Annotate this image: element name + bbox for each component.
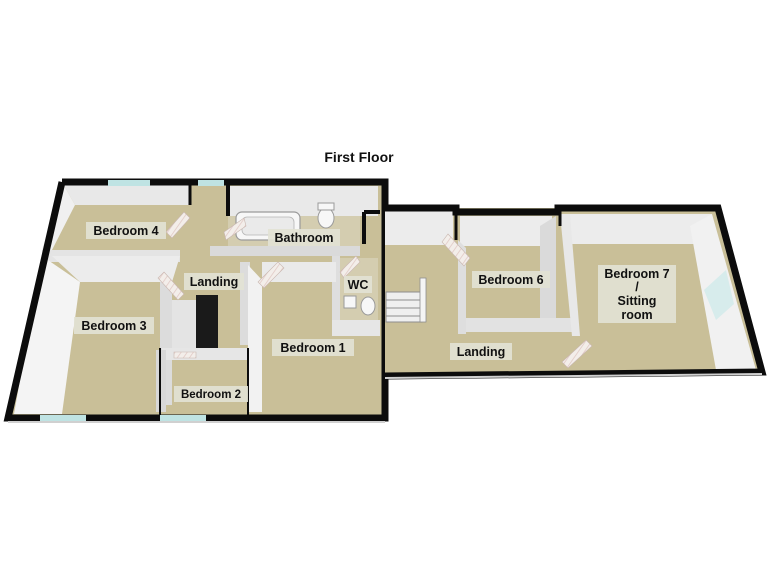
bedroom-7-west-wall (560, 214, 580, 336)
left-block: Bedroom 4 Bathroom Landing WC Bedroom 3 … (3, 178, 389, 422)
bedroom-3-back-wall (52, 256, 180, 282)
bedroom-1-door (257, 261, 285, 289)
bathroom-toilet-cistern (317, 202, 335, 211)
bedroom-3-label-bg (74, 317, 154, 334)
bedroom-4-window (108, 180, 150, 186)
bedroom-6-door (441, 233, 471, 267)
bedroom-2-door (173, 351, 197, 359)
bedroom-7-label-bg (598, 265, 676, 323)
bathroom-label-bg (268, 229, 340, 246)
right-block: Bedroom 6 Landing Bedroom 7 / Sitting ro… (362, 204, 767, 380)
bedroom-2-window (160, 415, 206, 421)
bedroom-2-label-bg (174, 386, 248, 402)
left-block-outer-wall (3, 178, 389, 422)
bedroom-3-window (40, 415, 86, 421)
bedroom-7-label-line3: Sitting (618, 294, 657, 308)
bedroom-7-door (561, 339, 593, 369)
landing-left-label: Landing (190, 275, 239, 289)
bedroom-6-south-wall (462, 318, 574, 332)
bedroom-4-label: Bedroom 4 (93, 224, 158, 238)
landing-left-stairwell (196, 295, 218, 350)
bedroom-6-back-wall (460, 216, 552, 246)
bedroom-6-label: Bedroom 6 (478, 273, 543, 287)
bathroom-window (198, 180, 224, 186)
bedroom-4-back-wall (62, 182, 190, 205)
bedroom-3-left-wall (14, 256, 80, 414)
right-block-base-edge (384, 373, 763, 379)
floor-title: First Floor (324, 149, 394, 165)
bedroom-7-label-line2: / (635, 280, 639, 294)
bedroom-7-label-line1: Bedroom 7 (604, 267, 669, 281)
bathroom-label: Bathroom (274, 231, 333, 245)
bedroom-7-bay-window (704, 270, 734, 320)
bedroom-6-east-wall (540, 216, 556, 320)
bedroom-6-label-bg (472, 271, 550, 288)
bedroom-1-label-bg (272, 339, 354, 356)
bathroom-south-wall (210, 246, 360, 256)
wc-toilet (360, 296, 376, 316)
wc-door (339, 255, 361, 279)
bedroom-7-label-line4: room (621, 308, 652, 322)
landing-left-cupboard (172, 300, 196, 348)
bathroom-toilet (317, 207, 335, 229)
bedroom-7-back-wall (566, 214, 712, 244)
bedroom-2-label: Bedroom 2 (181, 389, 241, 401)
wc-label-bg (344, 276, 372, 293)
bedroom-3-door (157, 271, 185, 301)
bathroom-back-wall (228, 186, 378, 216)
landing-left-label-bg (184, 273, 244, 290)
bathroom-door (223, 217, 247, 241)
staircase (385, 291, 423, 323)
bedroom-3-label: Bedroom 3 (81, 319, 146, 333)
bedroom-4-door (165, 211, 191, 239)
stair-balustrade (419, 277, 427, 323)
wc-label: WC (348, 278, 369, 292)
bedroom-4-label-bg (86, 222, 166, 239)
landing-right-label: Landing (457, 345, 506, 359)
bedroom-1-label: Bedroom 1 (280, 341, 345, 355)
right-block-outer-wall (384, 204, 767, 380)
landing-right-back-wall (385, 211, 453, 245)
bedroom-1-west-wall (248, 265, 262, 412)
wc-south-wall (332, 320, 380, 336)
landing-right-label-bg (450, 343, 512, 360)
wc-basin (343, 295, 357, 309)
